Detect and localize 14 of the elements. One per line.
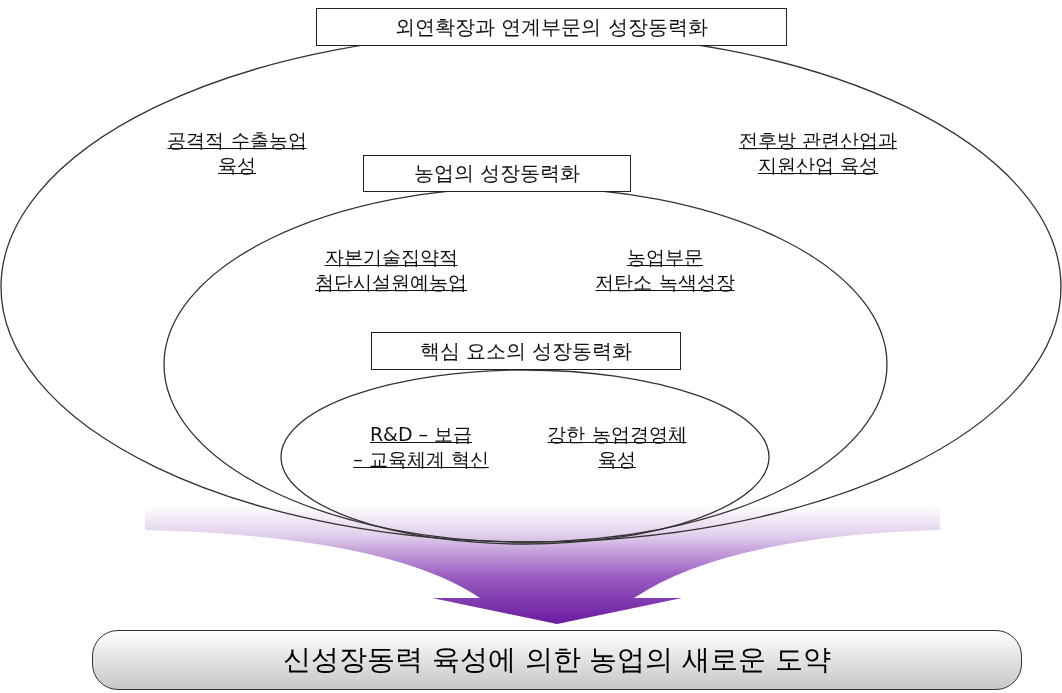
ellipse-region: [280, 332, 770, 544]
item-text: R&D – 보급 – 교육체계 혁신: [353, 422, 489, 472]
item-text: 강한 농업경영체 육성: [547, 422, 687, 472]
ellipse-region: [163, 155, 888, 542]
item-text: 공격적 수출농업 육성: [167, 128, 307, 178]
ellipse-region: [0, 8, 1062, 542]
item-text: 농업부문 저탄소 녹색성장: [595, 245, 735, 295]
heading-box: 핵심 요소의 성장동력화: [371, 332, 681, 370]
result-box: 신성장동력 육성에 의한 농업의 새로운 도약: [92, 630, 1022, 690]
heading-box: 외연확장과 연계부문의 성장동력화: [316, 8, 787, 46]
block-arrow: [145, 505, 940, 624]
item-text: 전후방 관련산업과 지원산업 육성: [739, 128, 897, 178]
item-text: 자본기술집약적 첨단시설원예농업: [315, 245, 467, 295]
heading-box: 농업의 성장동력화: [363, 155, 631, 192]
